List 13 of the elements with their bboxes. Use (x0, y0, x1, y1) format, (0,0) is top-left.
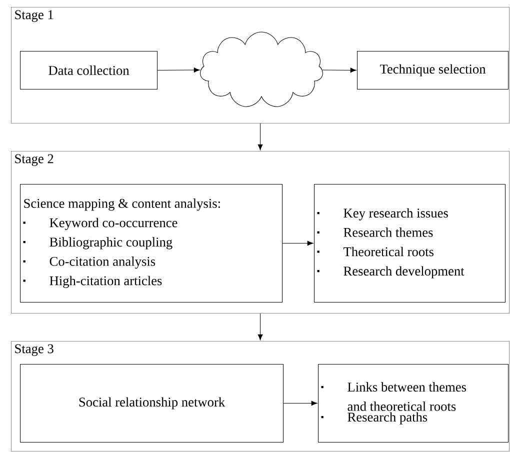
arrow (282, 240, 314, 246)
list-box: Science mapping & content analysis: Keyword co-occurrence Bibliographic coupling Co-citation analysis High-citation articles (20, 184, 283, 303)
arrow (258, 313, 263, 340)
list-box: Links between themes and theoretical roots Research paths (318, 364, 509, 443)
arrow (322, 68, 356, 73)
process-box: Data collection (20, 51, 158, 90)
process-box: Technique selection (357, 51, 509, 90)
cloud-shape (200, 32, 323, 107)
list-box: Key research issues Research themes Theoretical roots Research development (314, 184, 506, 303)
process-box: Social relationship network (20, 364, 284, 443)
arrow (157, 68, 200, 72)
arrow (258, 123, 263, 150)
arrow (283, 400, 318, 406)
